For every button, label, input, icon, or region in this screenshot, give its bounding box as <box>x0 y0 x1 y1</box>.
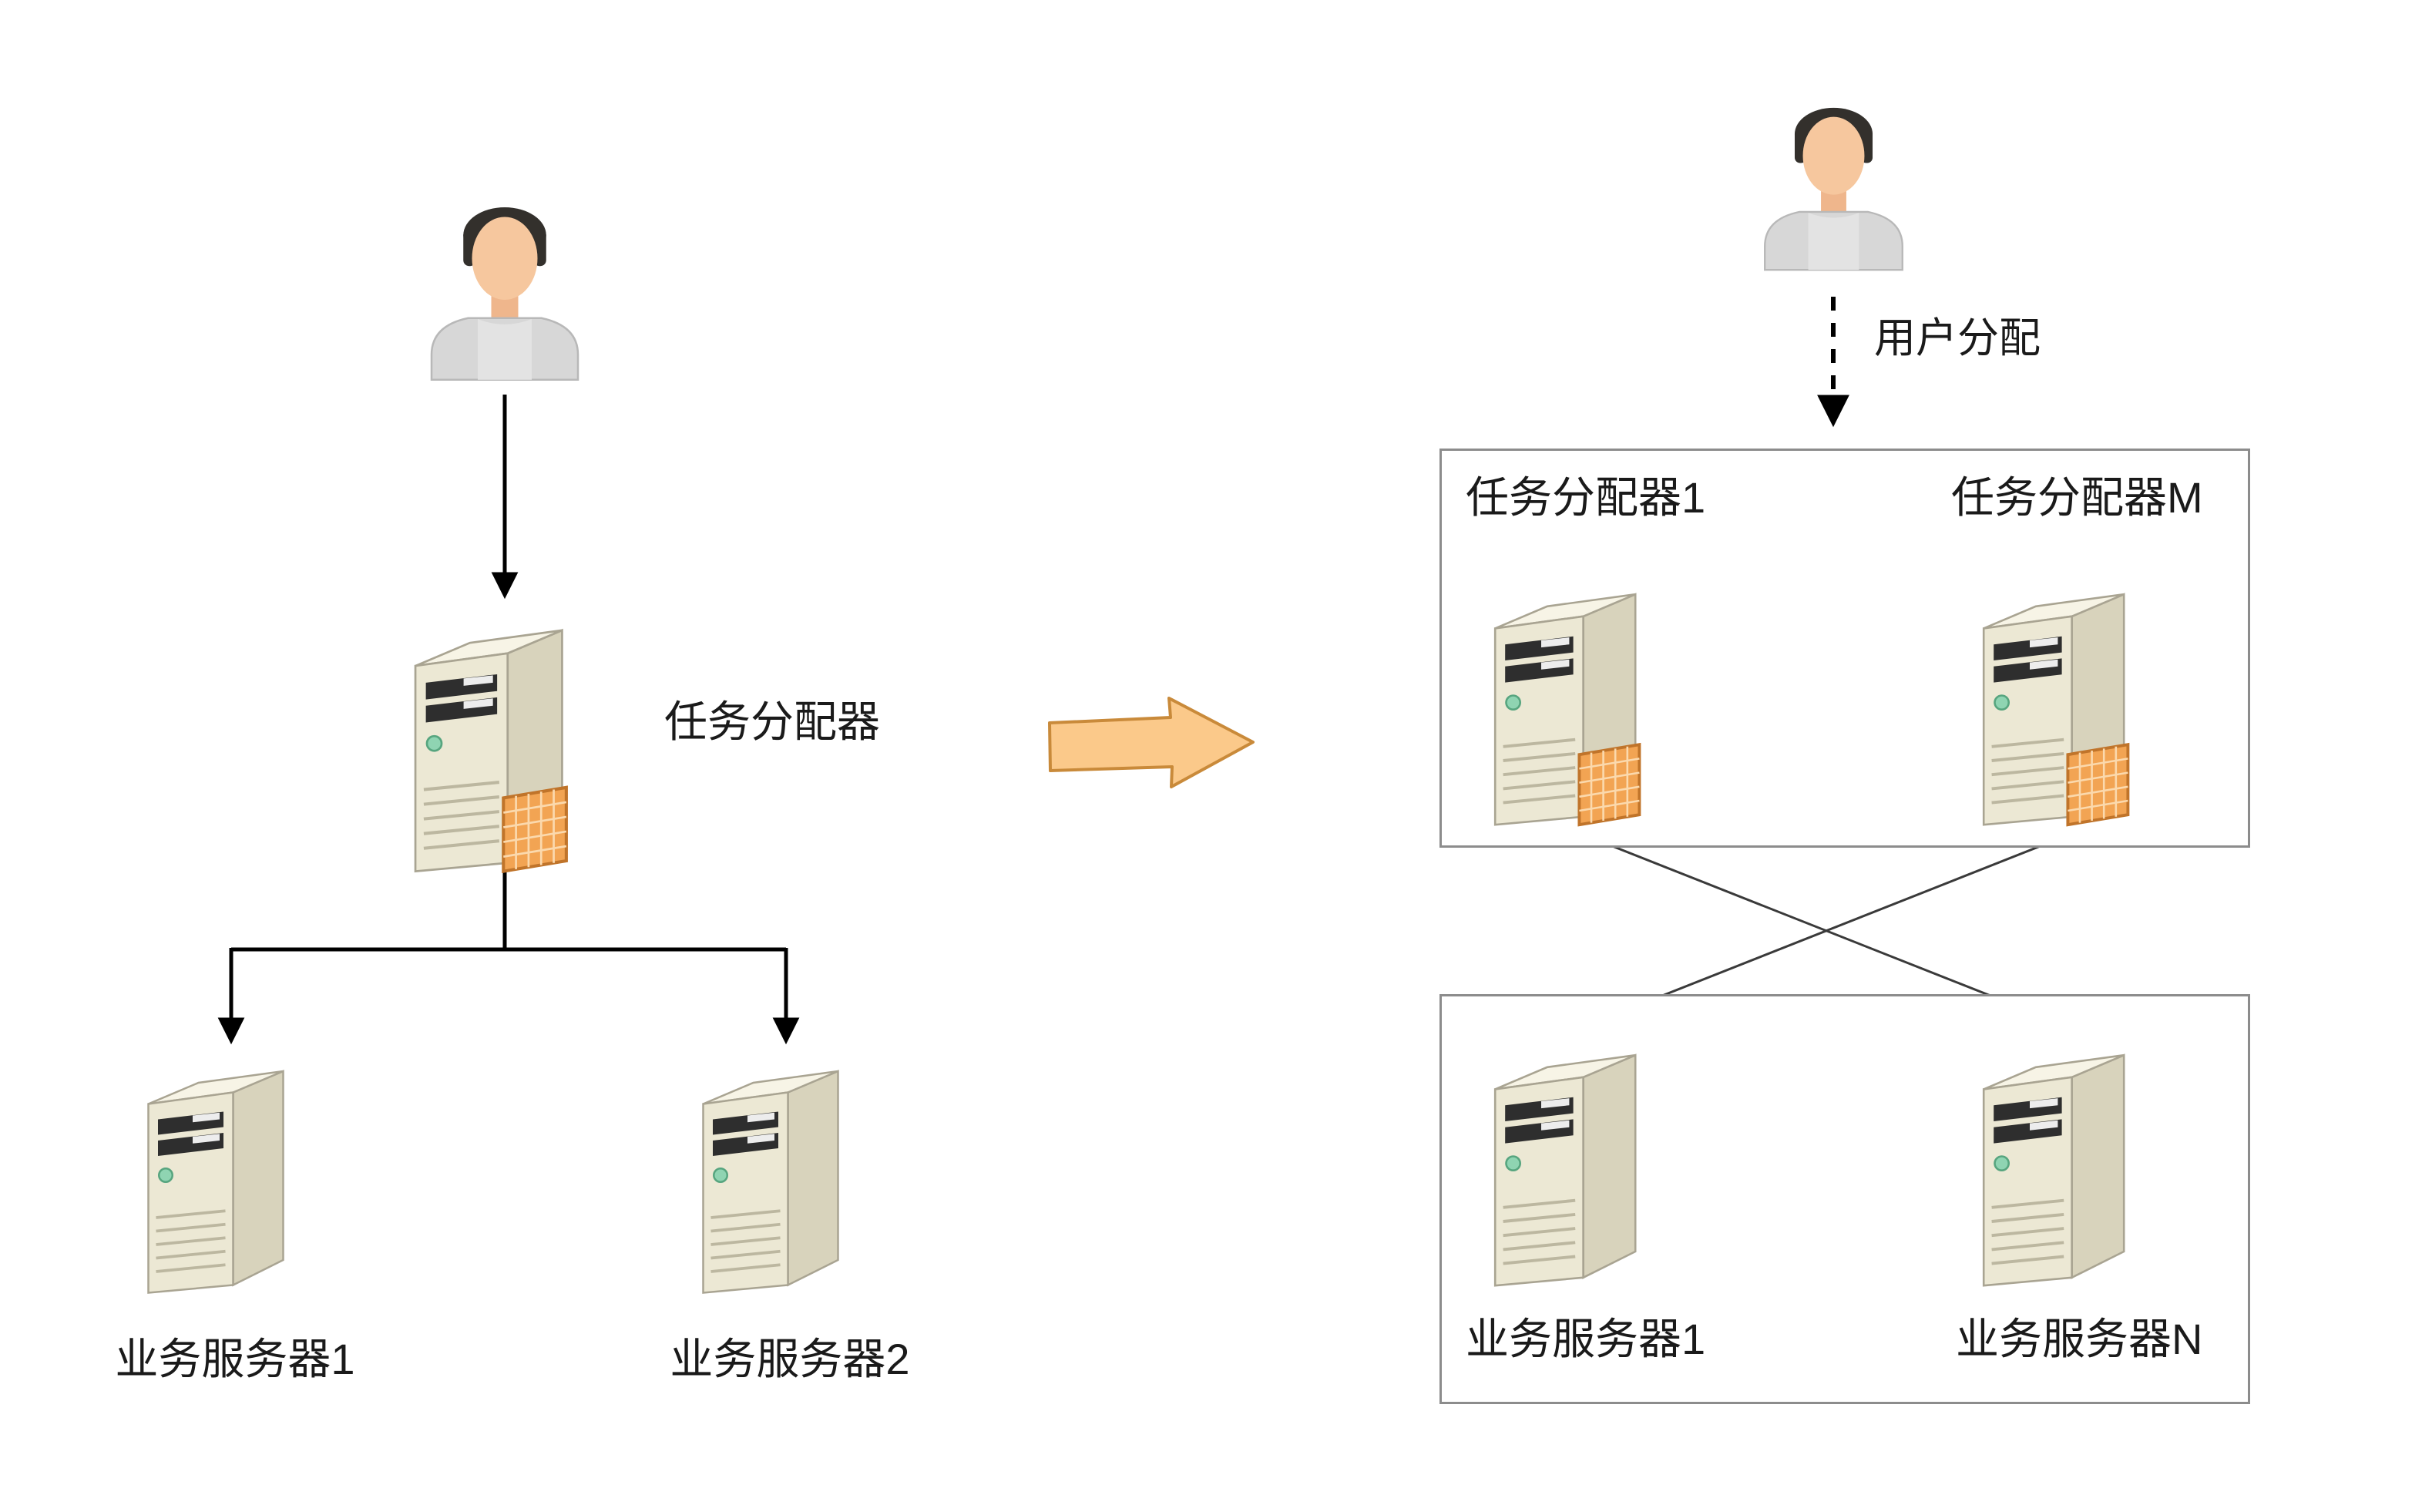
dispatcher-server-icon <box>401 605 610 878</box>
user-icon-right <box>1764 106 1903 271</box>
firewall-icon <box>2066 743 2130 827</box>
dispatcher-fanout-connector <box>231 867 786 952</box>
server2-label: 业务服务器2 <box>670 1335 910 1383</box>
serverN-icon <box>1982 1053 2126 1288</box>
dispatcher1-label: 任务分配器1 <box>1466 473 1706 522</box>
right-server1-label: 业务服务器1 <box>1466 1315 1706 1363</box>
server1-label: 业务服务器1 <box>115 1335 355 1383</box>
server2-icon <box>701 1070 840 1295</box>
serverN1-icon <box>1493 1053 1638 1288</box>
user-assign-label: 用户分配 <box>1874 315 2041 361</box>
firewall-icon <box>503 788 566 872</box>
right-serverN-label: 业务服务器N <box>1956 1315 2203 1363</box>
server1-icon <box>146 1070 285 1295</box>
transform-arrow-icon <box>1048 697 1255 788</box>
dispatcher1-server-icon <box>1493 593 1641 827</box>
dispatcherM-server-icon <box>1982 593 2130 827</box>
dispatcher-label: 任务分配器 <box>664 697 880 746</box>
user-icon <box>430 206 579 381</box>
dispatcherM-label: 任务分配器M <box>1951 473 2203 522</box>
firewall-icon <box>1577 743 1641 827</box>
